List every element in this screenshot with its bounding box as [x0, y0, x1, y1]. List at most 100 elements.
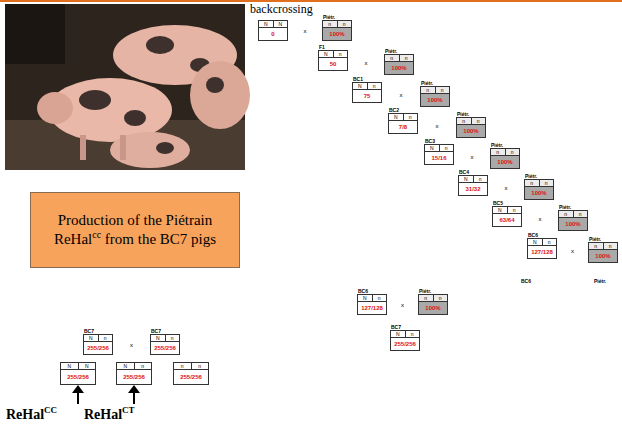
- allele-row: nn: [419, 295, 447, 302]
- allele-row: Nn: [389, 114, 417, 121]
- allele-cell: n: [491, 149, 505, 155]
- percent-row: 255/256: [61, 370, 95, 384]
- allele-cell: n: [505, 149, 520, 155]
- blood-percent: 255/256: [180, 374, 202, 380]
- allele-row: Nn: [459, 176, 487, 183]
- allele-cell: n: [457, 118, 471, 124]
- label-text: ReHal: [84, 407, 122, 422]
- percent-row: 0: [259, 28, 287, 40]
- genotype-box: F1Nn50: [318, 50, 348, 71]
- generation-label: Piétr.: [491, 142, 503, 148]
- genotype-box: NN0: [258, 20, 288, 41]
- allele-row: nn: [457, 118, 485, 125]
- generation-label: BC1: [353, 76, 363, 82]
- percent-row: 100%: [589, 250, 617, 262]
- percent-row: 255/256: [174, 370, 208, 384]
- allele-cell: n: [323, 21, 337, 27]
- allele: N: [123, 363, 127, 369]
- allele-cell: N: [61, 363, 78, 369]
- allele: N: [464, 176, 468, 182]
- genotype-box: BC3Nn15/16: [424, 144, 454, 165]
- pietrain-box: Piétr.nn100%: [524, 179, 554, 200]
- allele: n: [479, 176, 482, 182]
- allele-row: Nn: [84, 335, 112, 342]
- allele: n: [564, 211, 567, 217]
- percent-row: 255/256: [151, 342, 179, 354]
- generation-label: Piétr.: [594, 278, 606, 284]
- note-text-block: Production of the Piétrain ReHalccfrom t…: [31, 207, 239, 253]
- percent-row: 100%: [457, 125, 485, 137]
- pietrain-box: Piétr.nn100%: [418, 294, 448, 315]
- allele: n: [198, 363, 201, 369]
- genotype-box: BC2Nn7/8: [388, 113, 418, 134]
- allele-row: Nn: [425, 145, 453, 152]
- percent-row: 255/256: [391, 338, 419, 350]
- allele-cell: N: [78, 363, 96, 369]
- blood-percent: 100%: [427, 97, 442, 103]
- generation-label: Piétr.: [525, 173, 537, 179]
- allele-row: nn: [525, 180, 553, 187]
- allele-row: nn: [491, 149, 519, 156]
- allele-row: Nn: [528, 239, 556, 246]
- note-box: Production of the Piétrain ReHalccfrom t…: [30, 192, 240, 268]
- allele-cell: n: [372, 295, 387, 301]
- generation-label: F1: [319, 44, 325, 50]
- pietrain-box: Piétr.nn100%: [456, 117, 486, 138]
- blood-percent: 100%: [497, 159, 512, 165]
- cross-mark: x: [471, 153, 474, 160]
- allele: n: [441, 87, 444, 93]
- allele: n: [513, 207, 516, 213]
- blood-percent: 255/256: [394, 341, 416, 347]
- allele-cell: n: [433, 295, 448, 301]
- blood-percent: 63/64: [499, 217, 514, 223]
- allele: n: [141, 363, 144, 369]
- genotype-box: BC4Nn31/32: [458, 175, 488, 196]
- blood-percent: 255/256: [154, 345, 176, 351]
- pointer-arrow: [72, 385, 140, 404]
- allele-cell: N: [259, 21, 273, 27]
- allele: n: [545, 180, 548, 186]
- diagram-title: backcrossing: [250, 2, 313, 17]
- cross-mark: x: [365, 59, 368, 66]
- allele-cell: n: [435, 87, 450, 93]
- allele-cell: N: [117, 363, 134, 369]
- allele-cell: N: [389, 114, 403, 120]
- allele-cell: n: [603, 243, 618, 249]
- percent-row: 15/16: [425, 152, 453, 164]
- percent-row: 255/256: [117, 370, 151, 384]
- percent-row: 127/128: [358, 302, 386, 314]
- generation-label: BC2: [389, 107, 399, 113]
- genotype-box: Nn255/256: [116, 362, 152, 385]
- allele-row: nn: [559, 211, 587, 218]
- allele-row: nn: [323, 21, 351, 28]
- percent-row: 7/8: [389, 121, 417, 133]
- cross-mark: x: [436, 122, 439, 129]
- allele-cell: n: [542, 239, 557, 245]
- allele: n: [548, 239, 551, 245]
- allele-cell: N: [273, 21, 288, 27]
- pietrain-box: Piétr.nn100%: [558, 210, 588, 231]
- allele: N: [430, 145, 434, 151]
- blood-percent: 255/256: [87, 345, 109, 351]
- allele: N: [394, 114, 398, 120]
- blood-percent: 75: [364, 93, 371, 99]
- allele-cell: n: [471, 118, 486, 124]
- generation-label: BC6: [358, 288, 368, 294]
- label-text: Piétr.: [594, 278, 606, 284]
- allele-cell: n: [403, 114, 418, 120]
- genotype-label: ReHalCT: [84, 406, 135, 424]
- allele-row: Nn: [319, 51, 347, 58]
- percent-row: 100%: [525, 187, 553, 199]
- generation-label: BC6: [528, 232, 538, 238]
- generation-label: BC3: [425, 138, 435, 144]
- allele-cell: n: [399, 55, 414, 61]
- percent-row: 100%: [419, 302, 447, 314]
- allele-cell: n: [473, 176, 488, 182]
- generation-label: Piétr.: [323, 14, 335, 20]
- cross-mark: x: [130, 341, 133, 348]
- genotype-box: BC6Nn127/128: [357, 294, 387, 315]
- percent-row: 50: [319, 58, 347, 70]
- allele-cell: n: [367, 83, 382, 89]
- allele: n: [104, 335, 107, 341]
